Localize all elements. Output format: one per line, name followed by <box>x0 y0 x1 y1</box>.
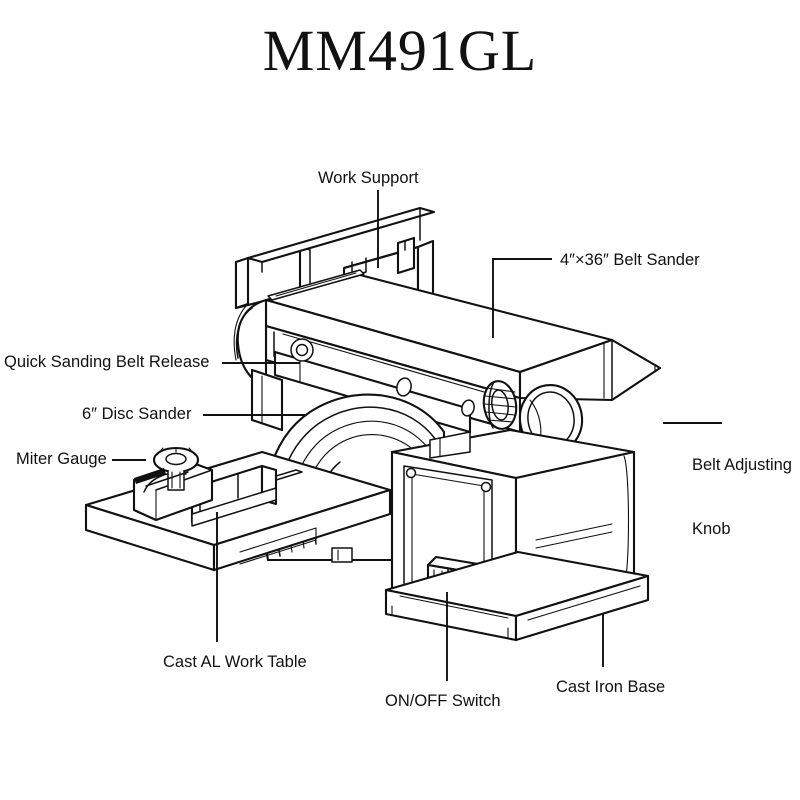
page-title: MM491GL <box>262 18 538 83</box>
callout-label-cast-al-work-table: Cast AL Work Table <box>163 653 307 671</box>
leader-belt-sander <box>492 258 552 338</box>
callout-label-belt-adjusting-knob-line1: Belt Adjusting <box>692 455 792 474</box>
callout-label-belt-sander: 4″×36″ Belt Sander <box>560 251 700 269</box>
callout-label-work-support: Work Support <box>318 169 419 187</box>
callout-label-disc-sander: 6″ Disc Sander <box>82 405 192 423</box>
callout-label-quick-sanding-belt-release: Quick Sanding Belt Release <box>4 353 210 371</box>
table-fence <box>190 464 278 527</box>
miter-gauge-part <box>132 446 214 522</box>
callout-label-cast-iron-base: Cast Iron Base <box>556 678 666 696</box>
callout-label-on-off-switch: ON/OFF Switch <box>385 692 501 710</box>
leader-lines <box>112 190 722 681</box>
belt-adjusting-knob-part <box>482 380 518 430</box>
callout-label-miter-gauge: Miter Gauge <box>16 450 107 468</box>
callout-label-belt-adjusting-knob-line2: Knob <box>692 520 731 539</box>
callout-label-belt-adjusting-knob: Belt Adjusting Knob <box>692 412 792 584</box>
cast-iron-base-part <box>384 550 650 642</box>
